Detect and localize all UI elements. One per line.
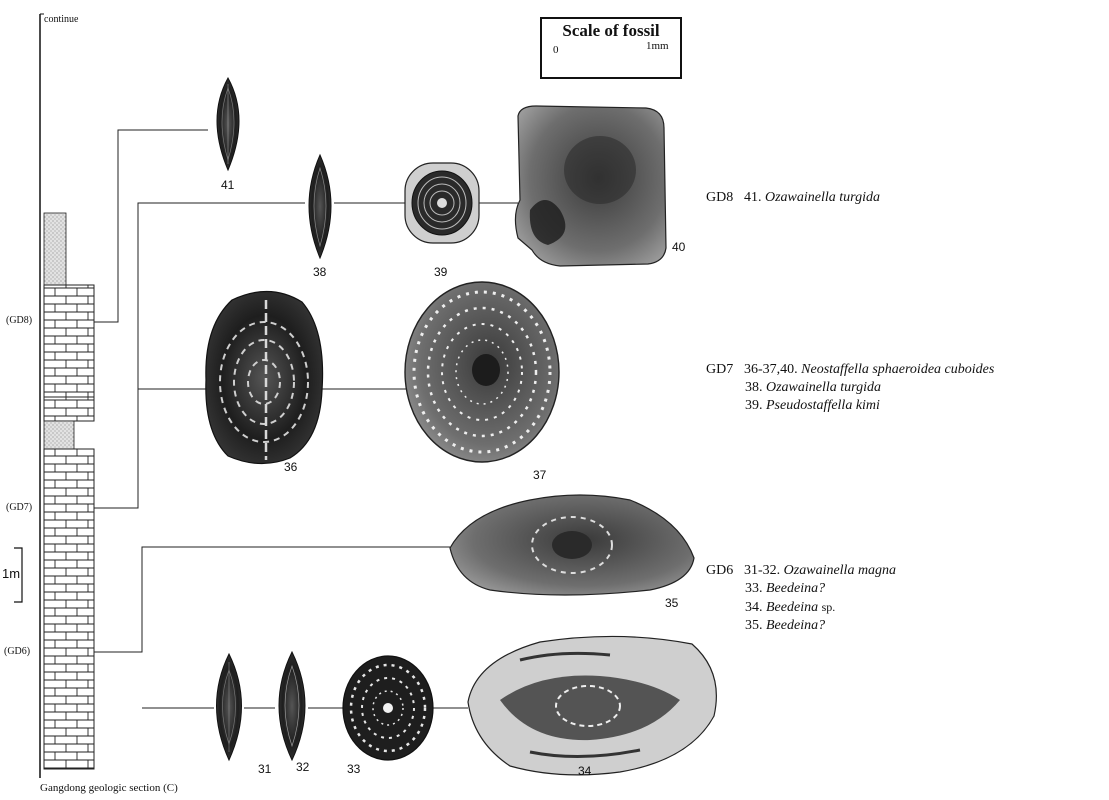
legend-entry: 38. Ozawainella turgida (706, 379, 994, 397)
limestone-bed-thin (44, 397, 94, 421)
fossil-specimen-36 (206, 291, 323, 463)
legend-taxon-name: Beedeina (766, 600, 818, 615)
legend-taxon-name: Beedeina? (766, 581, 825, 596)
specimen-number-31: 31 (258, 762, 271, 776)
fossil-specimen-37 (405, 282, 559, 462)
legend-specimen-numbers: 39. (745, 398, 763, 413)
legend-specimen-numbers: 36-37,40. (744, 362, 798, 377)
sandstone-bed-top (44, 213, 66, 285)
limestone-bed-lower (44, 449, 94, 769)
legend-entry: 33. Beedeina? (706, 580, 896, 598)
specimen-number-34: 34 (578, 764, 591, 778)
sandstone-bed-middle (44, 421, 74, 449)
legend-entry: 34. Beedeina sp. (706, 598, 896, 617)
horizon-label-gd7: (GD7) (6, 502, 32, 513)
fossil-specimen-40 (515, 106, 666, 266)
legend-group-gd8: GD841. Ozawainella turgida (706, 189, 880, 207)
legend-specimen-numbers: 33. (745, 581, 763, 596)
legend-group-gd7: GD736-37,40. Neostaffella sphaeroidea cu… (706, 361, 994, 415)
horizon-label-gd8: (GD8) (6, 315, 32, 326)
limestone-bed-gd8 (44, 285, 94, 397)
specimen-number-39: 39 (434, 265, 447, 279)
legend-entry: 39. Pseudostaffella kimi (706, 397, 994, 415)
legend-entry: GD841. Ozawainella turgida (706, 189, 880, 207)
specimen-number-35: 35 (665, 596, 678, 610)
legend-entry: 35. Beedeina? (706, 617, 896, 635)
connector-gd8 (94, 130, 208, 322)
fossil-specimen-39 (405, 163, 479, 243)
legend-specimen-numbers: 35. (745, 618, 763, 633)
fossil-specimen-31 (217, 654, 242, 760)
legend-taxon-name: Ozawainella magna (784, 563, 896, 578)
fossil-specimen-34 (468, 636, 716, 774)
legend-qualifier: sp. (822, 600, 836, 614)
scale-title: Scale of fossil (542, 21, 680, 41)
stratigraphic-column (14, 14, 94, 778)
legend-taxon-name: Beedeina? (766, 618, 825, 633)
specimen-number-32: 32 (296, 760, 309, 774)
specimen-number-38: 38 (313, 265, 326, 279)
legend-taxon-name: Pseudostaffella kimi (766, 398, 880, 413)
thickness-scale-label: 1m (2, 566, 20, 581)
fossil-specimen-32 (279, 652, 305, 760)
legend-specimen-numbers: 34. (745, 600, 763, 615)
specimen-number-40: 40 (672, 240, 685, 254)
connector-gd6-upper (94, 547, 450, 652)
legend-entry: GD736-37,40. Neostaffella sphaeroidea cu… (706, 361, 994, 379)
legend-taxon-name: Neostaffella sphaeroidea cuboides (801, 362, 994, 377)
fossil-specimen-35 (450, 495, 694, 595)
horizon-label-gd6: (GD6) (4, 646, 30, 657)
specimen-number-33: 33 (347, 762, 360, 776)
fossil-specimen-41 (217, 78, 239, 170)
section-caption: Gangdong geologic section (C) (40, 782, 178, 794)
legend-taxon-name: Ozawainella turgida (765, 190, 880, 205)
legend-taxon-name: Ozawainella turgida (766, 380, 881, 395)
column-top-label: continue (44, 14, 78, 25)
scale-unit-label: 1mm (646, 40, 669, 52)
legend-entry: GD631-32. Ozawainella magna (706, 562, 896, 580)
legend-specimen-numbers: 41. (744, 190, 762, 205)
specimen-number-41: 41 (221, 178, 234, 192)
legend-horizon-code: GD8 (706, 189, 744, 207)
scale-zero-label: 0 (553, 44, 559, 56)
fossil-specimen-33 (343, 656, 433, 760)
legend-specimen-numbers: 31-32. (744, 563, 780, 578)
specimen-number-36: 36 (284, 460, 297, 474)
fossil-specimen-38 (309, 155, 331, 258)
legend-specimen-numbers: 38. (745, 380, 763, 395)
legend-horizon-code: GD7 (706, 361, 744, 379)
specimen-number-37: 37 (533, 468, 546, 482)
legend-group-gd6: GD631-32. Ozawainella magna 33. Beedeina… (706, 562, 896, 635)
legend-horizon-code: GD6 (706, 562, 744, 580)
